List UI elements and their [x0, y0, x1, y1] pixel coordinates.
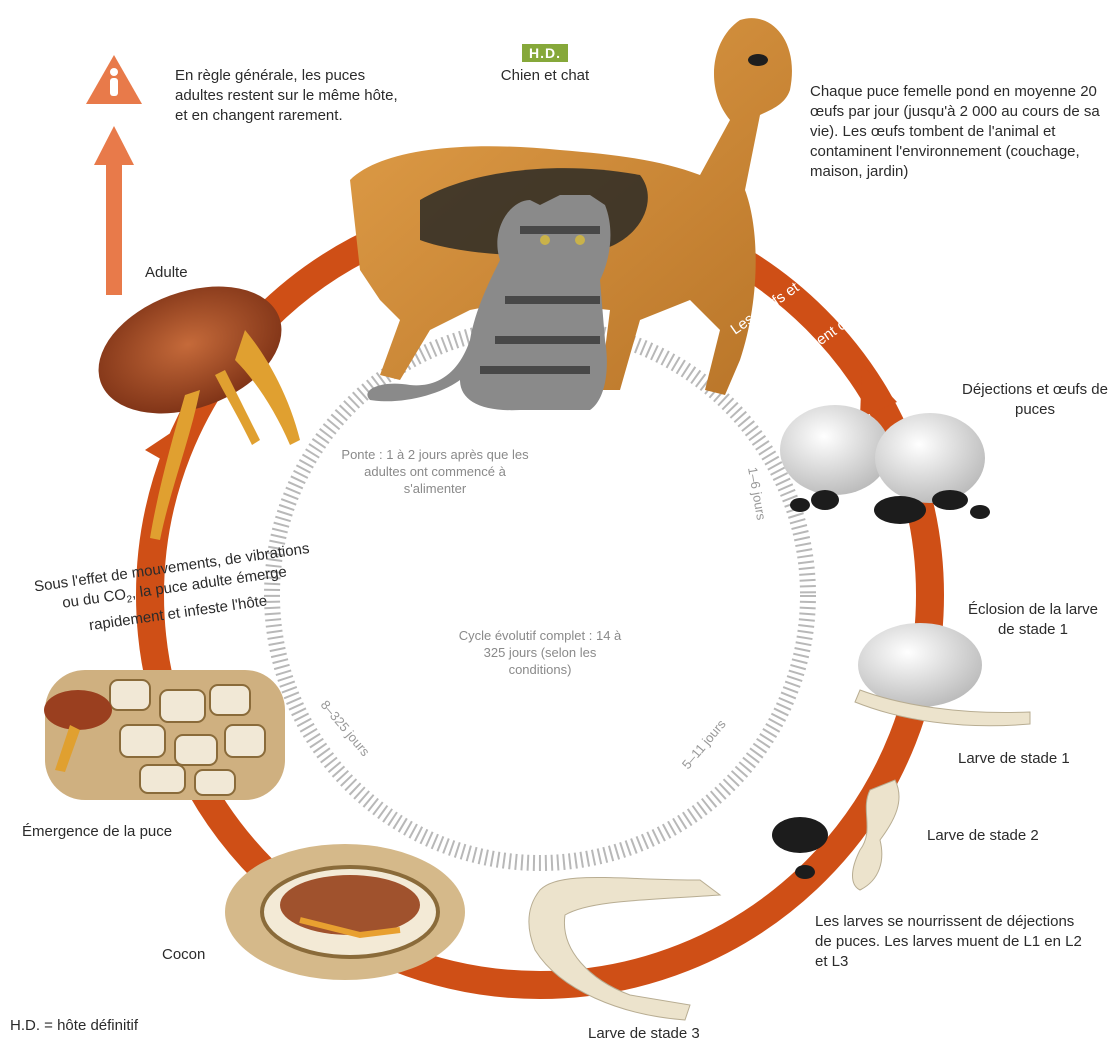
emergence-illustration — [44, 670, 285, 800]
stage-larva2-label: Larve de stade 2 — [927, 826, 1039, 846]
cocoon-illustration — [225, 844, 465, 980]
legend-text: H.D. = hôte définitif — [10, 1016, 138, 1036]
stage-hatching-label: Éclosion de la larve de stade 1 — [958, 600, 1108, 640]
stage-eggs-label: Déjections et œufs de puces — [960, 380, 1110, 420]
note-larvae-feed: Les larves se nourrissent de déjections … — [815, 912, 1085, 972]
larva-days-label: 5–11 jours — [679, 716, 729, 772]
stage-adult-label: Adulte — [145, 263, 188, 283]
stage-emergence-label: Émergence de la puce — [22, 822, 172, 842]
eggs-days-label: 1–6 jours — [745, 466, 769, 522]
note-eggs-laid: Chaque puce femelle pond en moyenne 20 œ… — [810, 82, 1115, 182]
person-warning-icon — [86, 55, 142, 104]
host-badge: H.D. — [522, 44, 568, 62]
up-arrow-icon — [94, 126, 134, 295]
note-adult-stays: En règle générale, les puces adultes res… — [175, 66, 400, 126]
host-label: Chien et chat — [490, 66, 600, 86]
stage-cocoon-label: Cocon — [162, 945, 205, 965]
stage-larva1-label: Larve de stade 1 — [958, 749, 1070, 769]
cycle-duration-text: Cycle évolutif complet : 14 à 325 jours … — [455, 627, 625, 678]
laying-duration-text: Ponte : 1 à 2 jours après que les adulte… — [335, 446, 535, 497]
stage-larva3-label: Larve de stade 3 — [588, 1024, 700, 1044]
adult-flea-illustration — [81, 263, 300, 540]
host-block: H.D. Chien et chat — [490, 45, 600, 86]
